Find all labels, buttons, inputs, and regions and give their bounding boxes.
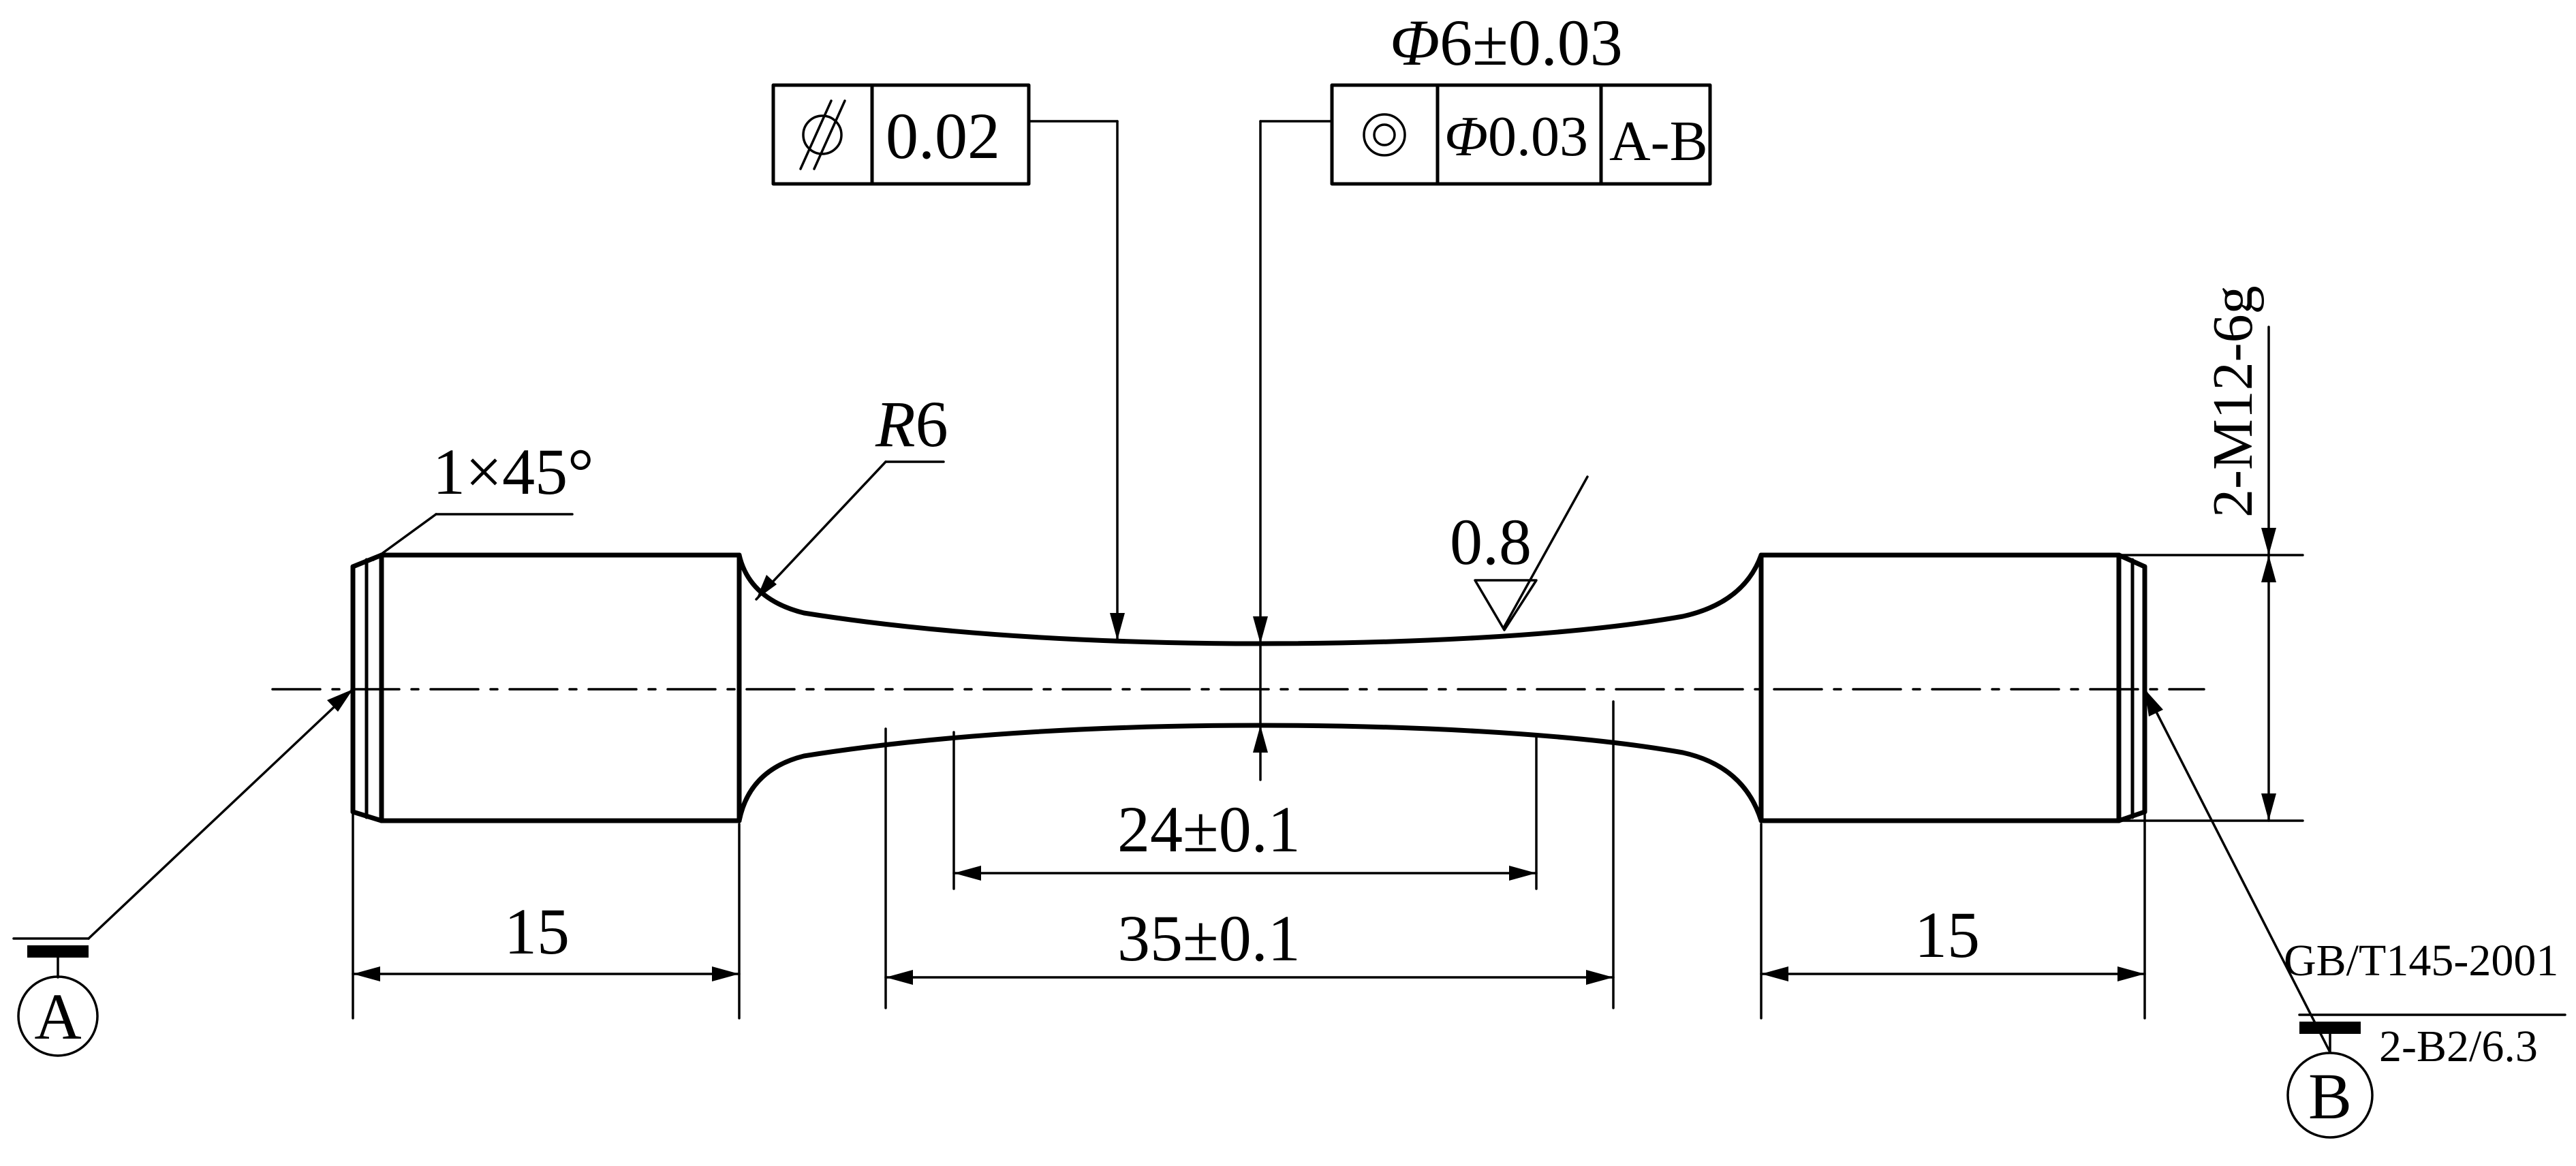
datum-a-label: A <box>34 980 81 1053</box>
concentricity-datum: A-B <box>1609 110 1708 173</box>
standard-line-2: 2-B2/6.3 <box>2379 1022 2538 1071</box>
datum-b-label: B <box>2308 1060 2352 1133</box>
roughness-symbol <box>1474 579 1538 631</box>
chamfer-dimension: 1×45° <box>433 435 594 508</box>
dimension-lines <box>352 326 2276 985</box>
leaders <box>87 120 2331 1054</box>
length-35-dimension: 35±0.1 <box>1117 902 1301 975</box>
roughness-value: 0.8 <box>1450 505 1532 578</box>
cylindricity-icon <box>799 99 846 170</box>
datum-a: A <box>12 937 99 1057</box>
radius-dimension: R6 <box>875 388 948 460</box>
datum-b: B <box>2286 1013 2566 1139</box>
specimen-outline <box>350 552 2147 823</box>
fcf-cylindricity: 0.02 <box>771 83 1031 186</box>
length-left-dimension: 15 <box>504 895 570 968</box>
thread-dimension: 2-M12-6g <box>2201 285 2265 518</box>
cylindricity-value: 0.02 <box>886 99 1000 172</box>
standard-line-1: GB/T145-2001 <box>2284 936 2558 986</box>
extension-lines <box>352 554 2304 1020</box>
concentricity-tolerance: Φ0.03 <box>1444 105 1588 168</box>
fcf-concentricity: Φ0.03 A-B <box>1330 83 1712 186</box>
concentricity-icon <box>1363 113 1406 157</box>
length-right-dimension: 15 <box>1914 898 1980 971</box>
top-diameter-dimension: Φ6±0.03 <box>1390 6 1623 79</box>
length-24-dimension: 24±0.1 <box>1117 793 1301 866</box>
